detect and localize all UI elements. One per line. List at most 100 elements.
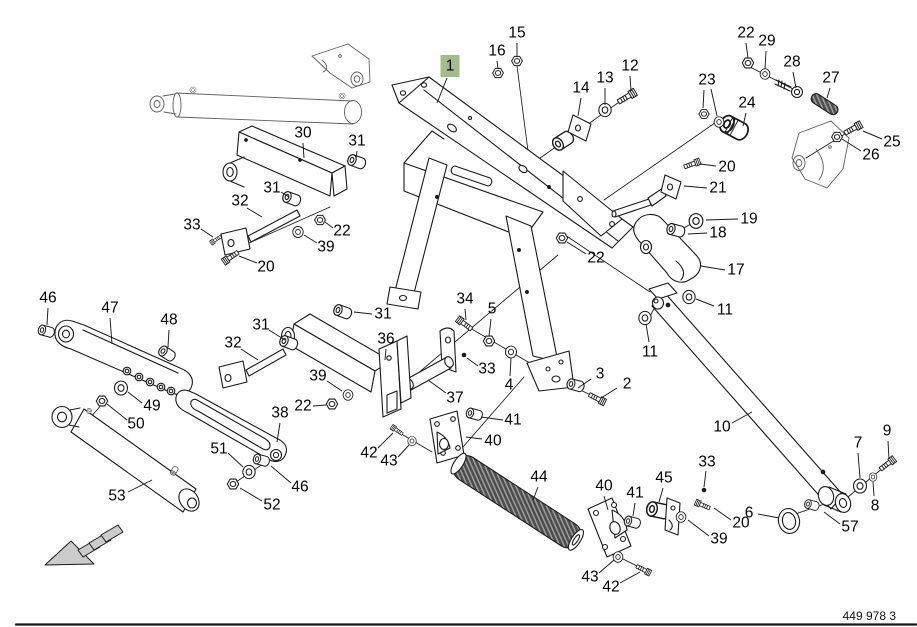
part-label-25: 25: [883, 134, 900, 151]
part-label-37: 37: [446, 390, 463, 407]
leader-line-34: [464, 308, 467, 321]
part-label-42: 42: [360, 445, 377, 462]
part-label-41: 41: [504, 412, 521, 429]
part-label-23: 23: [698, 72, 715, 89]
support-tube-part-30: [222, 125, 348, 197]
phantom-bracket-top: [311, 43, 371, 89]
part-label-44: 44: [530, 469, 548, 486]
part-label-24: 24: [738, 95, 756, 112]
leader-line-23: [710, 88, 718, 117]
part-label-27: 27: [822, 70, 839, 87]
leader-line-36: [384, 348, 387, 361]
leader-line-45: [658, 487, 664, 503]
strut-part-10: [648, 282, 852, 513]
bracket-part-40-lower: [587, 497, 632, 558]
leader-line-11: [645, 323, 650, 343]
link-rod-part-32-upper: [220, 209, 301, 256]
part-label-22: 22: [333, 223, 350, 240]
part-labels-layer: 1234567891011111213141516171819202020212…: [39, 25, 900, 596]
part-label-21: 21: [709, 180, 726, 197]
leader-line-25: [862, 130, 883, 140]
part-label-43: 43: [380, 453, 397, 470]
part-label-39: 39: [710, 531, 727, 548]
leader-line-46: [46, 307, 49, 326]
part-label-43: 43: [581, 569, 598, 586]
part-label-32: 32: [231, 193, 248, 210]
tube-assembly-part-36: [280, 313, 457, 418]
part-label-20: 20: [718, 159, 736, 176]
part-label-1: 1: [446, 58, 455, 75]
main-frame-part-1: [386, 76, 634, 392]
part-label-31: 31: [263, 180, 280, 197]
pivot-part-45: [644, 497, 681, 536]
leader-line-2: [600, 387, 618, 399]
leader-line-33: [703, 470, 707, 488]
part-label-11: 11: [642, 344, 658, 361]
leader-line-42: [377, 432, 394, 449]
direction-arrow-icon: [44, 524, 124, 566]
part-label-33: 33: [478, 361, 495, 378]
leader-line-4: [509, 357, 512, 377]
cylinder-part-53: [51, 405, 200, 513]
part-label-31: 31: [252, 317, 269, 334]
part-label-10: 10: [713, 419, 731, 436]
part-label-47: 47: [101, 300, 118, 317]
setscrew-dots: [461, 352, 707, 493]
leader-line-8: [872, 481, 875, 497]
part-label-9: 9: [883, 423, 892, 440]
part-label-29: 29: [758, 33, 775, 50]
part-label-33: 33: [183, 217, 200, 234]
part-label-17: 17: [727, 262, 744, 279]
leader-line-39: [687, 519, 710, 537]
leader-line-31: [268, 329, 286, 341]
phantom-bracket-right: [791, 120, 850, 189]
spring-part-27: [810, 93, 839, 116]
leader-line-21: [683, 185, 708, 189]
leader-line-43: [598, 559, 615, 574]
leader-line-7: [857, 452, 861, 479]
part-label-3: 3: [596, 366, 605, 383]
leader-line-22: [312, 404, 327, 407]
highlighted-label-box: [440, 55, 460, 77]
leader-line-31: [353, 311, 373, 315]
leader-line-50: [106, 403, 128, 421]
leader-line-29: [764, 50, 767, 70]
phantom-cylinder: [149, 86, 362, 125]
eyebolt-part-28: [774, 79, 804, 99]
part-label-31: 31: [374, 306, 391, 323]
leader-line-31: [280, 191, 290, 198]
part-label-19: 19: [740, 211, 757, 228]
leader-line-28: [792, 71, 797, 89]
part-label-18: 18: [709, 225, 726, 242]
leader-line-19: [705, 218, 739, 221]
pin-part-24: [716, 112, 752, 144]
part-label-8: 8: [871, 498, 880, 515]
leader-line-27: [826, 87, 831, 99]
leader-line-26: [841, 138, 862, 152]
part-label-30: 30: [294, 125, 312, 142]
part-label-22: 22: [587, 250, 604, 267]
part-label-51: 51: [210, 441, 227, 458]
leader-line-32: [240, 348, 259, 361]
part-label-39: 39: [317, 239, 334, 256]
leader-line-20: [699, 163, 717, 167]
part-label-20: 20: [257, 259, 275, 276]
part-label-11: 11: [717, 302, 733, 319]
leader-line-41: [480, 416, 504, 421]
leader-line-49: [127, 391, 143, 404]
leader-line-42: [619, 571, 641, 584]
part-label-57: 57: [841, 519, 858, 536]
leader-line-18: [687, 232, 708, 235]
leader-line-33: [200, 228, 214, 238]
part-label-33: 33: [698, 454, 715, 471]
leader-line-12: [629, 75, 632, 92]
leader-line-40: [465, 436, 483, 440]
part-label-5: 5: [488, 301, 497, 318]
leader-line-48: [167, 329, 170, 348]
leader-line-37: [427, 379, 447, 394]
part-label-40: 40: [484, 433, 502, 450]
pin-part-14: [549, 114, 592, 153]
part-label-34: 34: [456, 291, 474, 308]
